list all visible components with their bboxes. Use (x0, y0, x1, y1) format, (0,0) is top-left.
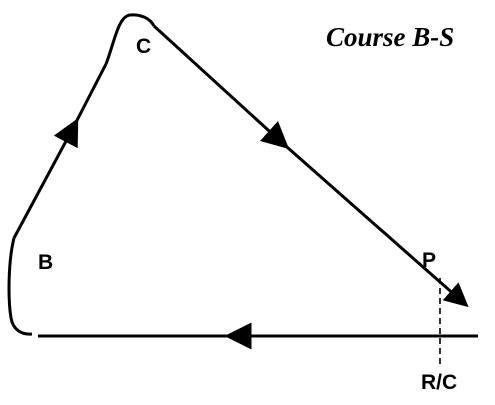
leg-c-to-p (152, 24, 469, 308)
course-title: Course B-S (326, 22, 455, 52)
apex-c-curve (104, 13, 156, 65)
point-label-rc: R/C (421, 371, 458, 394)
left-hook-curve (7, 237, 33, 336)
point-label-p: P (422, 249, 437, 272)
point-label-b: B (38, 251, 54, 274)
point-label-c: C (136, 35, 152, 58)
leg-b-to-c (12, 63, 108, 239)
